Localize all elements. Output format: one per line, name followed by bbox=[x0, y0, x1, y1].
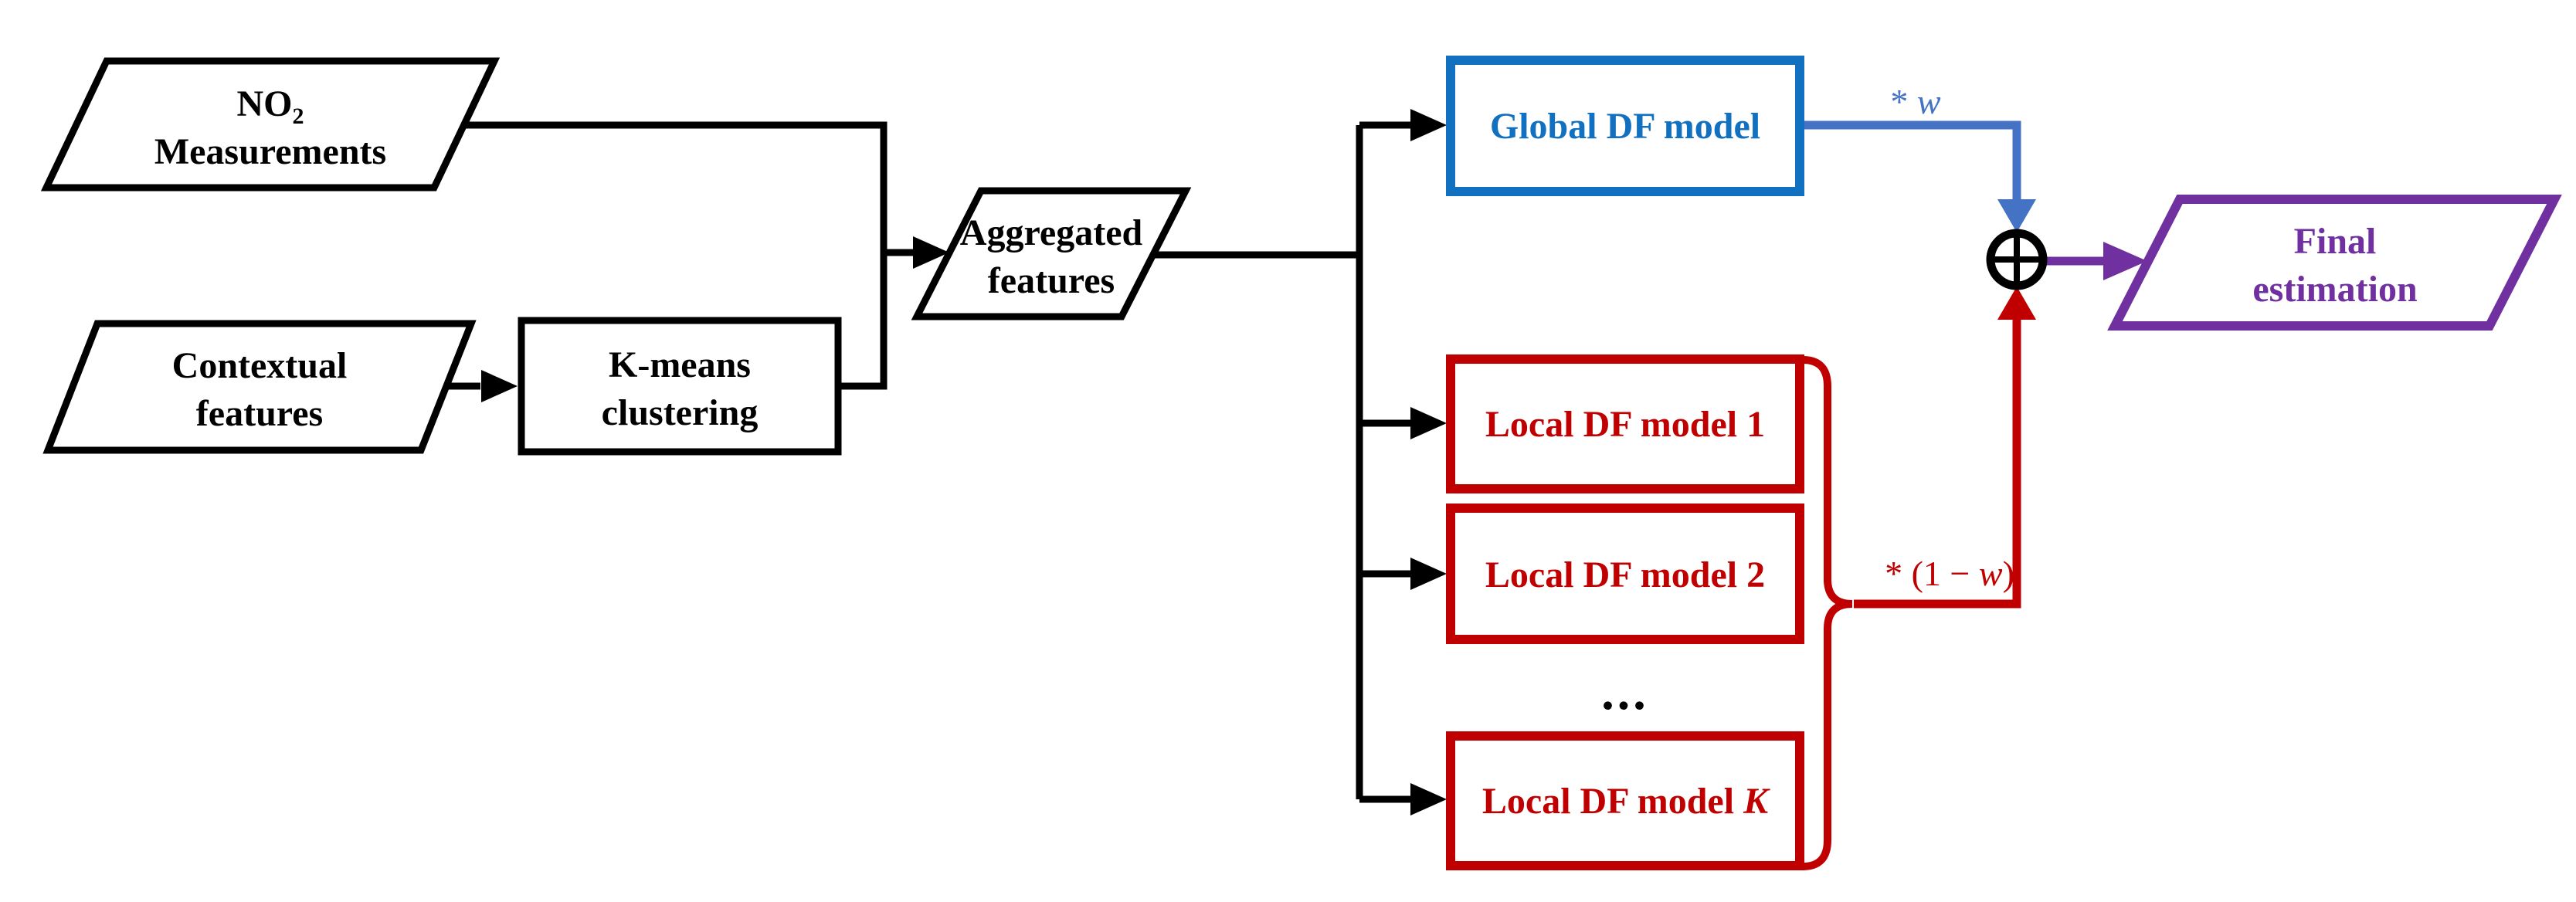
node-local-df-model-2: Local DF model 2 bbox=[1446, 504, 1804, 644]
plus-cross bbox=[1991, 233, 2043, 286]
arrowhead-into-final bbox=[2103, 242, 2147, 280]
arrowhead-into-kmeans bbox=[481, 370, 518, 402]
global-df-label: Global DF model bbox=[1490, 106, 1760, 147]
contextual-parallelogram bbox=[42, 320, 477, 454]
curly-brace-local-models bbox=[1799, 356, 1853, 870]
arrowhead-into-local2 bbox=[1410, 558, 1447, 590]
kmeans-label-line2: clustering bbox=[602, 392, 759, 433]
aggregated-label-line2: features bbox=[988, 260, 1115, 301]
edge-global-to-sum bbox=[1801, 120, 2021, 202]
node-global-df-model: Global DF model bbox=[1446, 56, 1804, 196]
arrowhead-into-localk bbox=[1410, 783, 1447, 816]
final-label-line2: estimation bbox=[2252, 269, 2417, 310]
node-local-df-model-1: Local DF model 1 bbox=[1446, 354, 1804, 493]
blue-arrowhead-into-sum bbox=[1997, 199, 2036, 232]
contextual-label-line2: features bbox=[196, 393, 323, 434]
local-df-k-rect bbox=[1446, 731, 1804, 870]
local-df-k-label: Local DF model K bbox=[1482, 781, 1770, 822]
aggregated-parallelogram bbox=[911, 187, 1192, 320]
local-df-2-rect bbox=[1446, 504, 1804, 644]
local-df-1-rect bbox=[1446, 354, 1804, 493]
local-df-2-label: Local DF model 2 bbox=[1485, 554, 1765, 595]
global-weight-label: * w bbox=[1890, 82, 1941, 121]
no2-label-line1: NO2 bbox=[237, 83, 304, 129]
local-df-1-label: Local DF model 1 bbox=[1485, 404, 1765, 445]
contextual-label-line1: Contextual bbox=[172, 345, 348, 386]
kmeans-rect bbox=[518, 317, 842, 456]
global-df-rect bbox=[1446, 56, 1804, 196]
local-weight-label: * (1 − w) bbox=[1885, 554, 2014, 593]
node-kmeans-clustering: K-means clustering bbox=[518, 317, 842, 456]
ellipsis-more-local-models: ... bbox=[1601, 664, 1649, 721]
node-contextual-features: Contextual features bbox=[42, 320, 477, 454]
no2-label-line2: Measurements bbox=[154, 131, 386, 172]
no2-parallelogram bbox=[40, 57, 501, 192]
red-arrowhead-into-sum bbox=[1997, 287, 2036, 320]
aggregated-label-line1: Aggregated bbox=[960, 212, 1143, 253]
weighted-sum-operator bbox=[1986, 229, 2048, 290]
node-local-df-model-k: Local DF model K bbox=[1446, 731, 1804, 870]
arrowhead-into-global bbox=[1410, 109, 1447, 141]
final-estimation-parallelogram bbox=[2107, 195, 2562, 331]
node-no2-measurements: NO2 Measurements bbox=[40, 57, 501, 192]
node-aggregated-features: Aggregated features bbox=[911, 187, 1192, 320]
node-final-estimation: Final estimation bbox=[2107, 195, 2562, 331]
edge-locals-to-sum bbox=[1854, 318, 2021, 609]
arrowhead-into-local1 bbox=[1410, 407, 1447, 439]
final-label-line1: Final bbox=[2294, 221, 2377, 262]
kmeans-label-line1: K-means bbox=[609, 344, 751, 385]
arrowhead-into-aggregated bbox=[913, 236, 949, 269]
